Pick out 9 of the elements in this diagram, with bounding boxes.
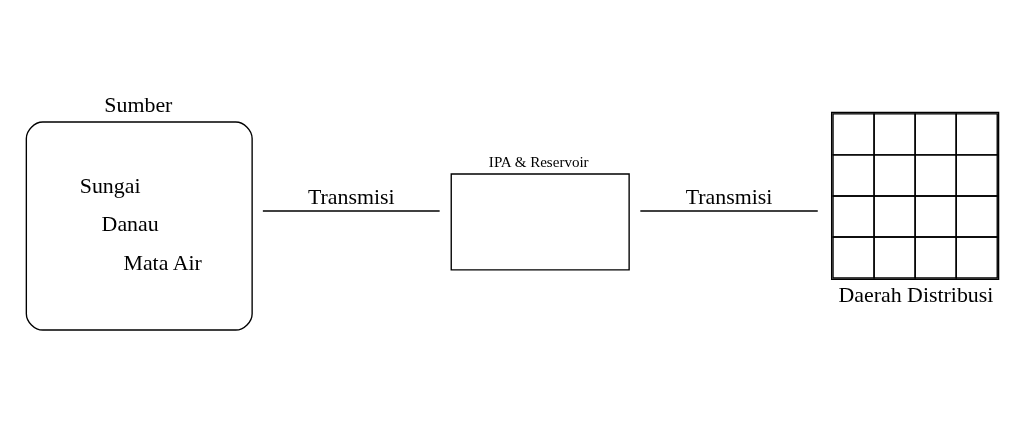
node-box: Sungai Danau Mata Air — [25, 121, 253, 331]
connector — [262, 210, 441, 212]
connector — [639, 210, 819, 212]
node-label: IPA & Reservoir — [488, 153, 589, 170]
edge-label: Transmisi — [685, 183, 773, 209]
edge-label: Transmisi — [307, 183, 395, 209]
node-box — [450, 173, 630, 271]
node-label: Sumber — [104, 92, 173, 118]
node-label: Daerah Distribusi — [838, 282, 994, 308]
